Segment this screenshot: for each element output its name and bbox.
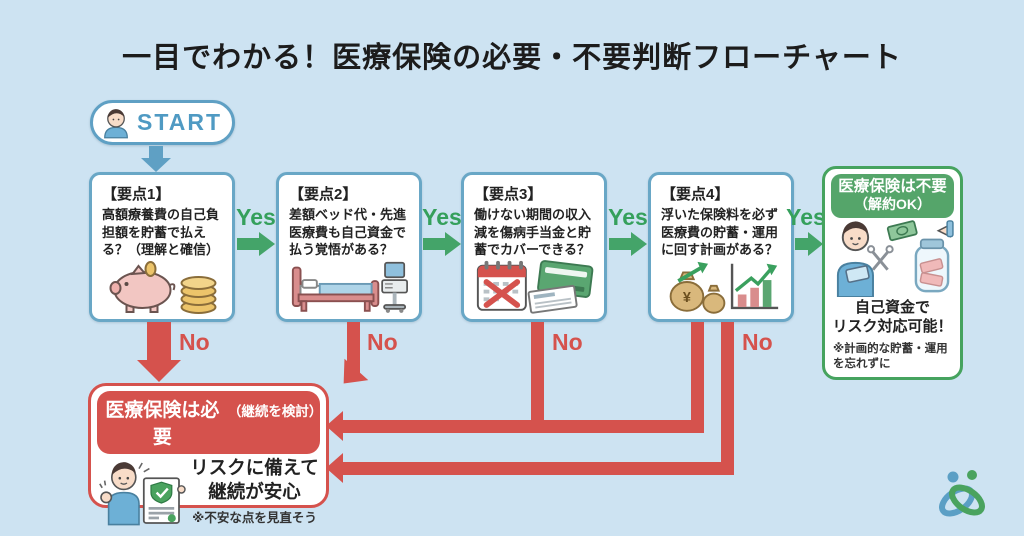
outcome-need-message-line2: 継続が安心	[208, 480, 301, 502]
no-label-2: No	[367, 329, 398, 355]
yes-arrow-2	[423, 238, 445, 250]
start-arrow-head	[141, 158, 171, 172]
person-icon	[104, 108, 128, 138]
no-line-4b	[721, 322, 734, 475]
no-arrow-2-head	[331, 358, 369, 395]
step-2-heading: 【要点2】	[289, 186, 358, 203]
step-1-question: 高額療養費の自己負担額を貯蓄で払える？（理解と確信）	[102, 207, 220, 258]
start-arrow	[149, 146, 163, 158]
bank-passbook-icon	[527, 260, 594, 315]
yes-arrow-4-head	[808, 232, 823, 256]
yes-label-1: Yes	[236, 204, 276, 230]
outcome-need-header: 医療保険は必要 （継続を検討）	[97, 391, 323, 454]
no-line-4a	[691, 322, 704, 433]
flow-line-2-arrowhead	[326, 453, 343, 483]
coin-stack-icon	[180, 276, 217, 315]
outcome-no-need-message-line2: リスク対応可能！	[832, 318, 953, 336]
growth-chart-icon	[730, 264, 779, 310]
step-3-question: 働けない期間の収入減を傷病手当金と貯蓄でカバーできる？	[474, 207, 592, 258]
no-arrow-1-head	[137, 360, 181, 382]
yes-label-3: Yes	[608, 204, 648, 230]
step-box-3: 【要点3】 働けない期間の収入減を傷病手当金と貯蓄でカバーできる？	[461, 172, 607, 322]
yes-arrow-3-head	[631, 232, 647, 256]
outcome-need-title: 医療保険は必要	[105, 400, 220, 448]
yes-arrow-1	[237, 238, 259, 250]
yes-arrow-1-head	[259, 232, 275, 256]
step-2-illustration	[289, 259, 410, 314]
calendar-x-icon	[476, 261, 527, 312]
outcome-need-note: ※不安な点を見直そう	[192, 510, 317, 525]
outcome-need-box: 医療保険は必要 （継続を検討）	[88, 383, 329, 526]
outcome-need-message-line1: リスクに備えて	[190, 457, 319, 479]
step-box-2: 【要点2】 差額ベッド代・先進医療費も自己資金で払う覚悟がある？	[276, 172, 422, 322]
flow-line-horizontal-1	[339, 420, 704, 433]
flow-line-horizontal-2	[339, 462, 734, 475]
step-3-illustration	[474, 259, 595, 315]
step-4-illustration: ¥	[661, 259, 782, 315]
money-bag-icon: ¥	[669, 262, 726, 315]
yes-arrow-4	[795, 238, 808, 250]
step-box-1: 【要点1】 高額療養費の自己負担額を貯蓄で払える？（理解と確信）	[89, 172, 235, 322]
yes-label-4: Yes	[786, 204, 826, 230]
yes-arrow-3	[609, 238, 631, 250]
outcome-no-need-message-line1: 自己資金で	[854, 298, 930, 316]
start-label: START	[137, 109, 222, 135]
interlocked-rings-logo	[939, 470, 985, 517]
outcome-no-need-title: 医療保険は不要	[838, 178, 947, 195]
step-4-question: 浮いた保険料を必ず医療費の貯蓄・運用に回す計画がある？	[661, 207, 779, 258]
no-label-3: No	[552, 329, 583, 355]
no-label-1: No	[179, 329, 210, 355]
start-node[interactable]: START	[90, 100, 235, 145]
yes-label-2: Yes	[422, 204, 462, 230]
piggy-bank-icon	[109, 261, 176, 314]
step-box-4: 【要点4】 浮いた保険料を必ず医療費の貯蓄・運用に回す計画がある？ ¥	[648, 172, 794, 322]
hospital-bed-icon	[291, 267, 380, 313]
no-arrow-2	[347, 322, 360, 374]
medical-monitor-icon	[381, 262, 408, 314]
page-title: 一目でわかる！医療保険の必要・不要判断フローチャート	[122, 42, 902, 74]
outcome-no-need-box: 医療保険は不要 （解約OK）	[822, 166, 963, 380]
outcome-need-subtitle: （継続を検討）	[227, 404, 323, 419]
no-line-3	[531, 322, 544, 433]
person-with-insurance-document-icon	[97, 454, 189, 528]
outcome-no-need-header: 医療保険は不要 （解約OK）	[831, 174, 954, 218]
step-2-question: 差額ベッド代・先進医療費も自己資金で払う覚悟がある？	[289, 207, 407, 258]
no-label-4: No	[742, 329, 773, 355]
svg-text:¥: ¥	[683, 291, 691, 307]
outcome-no-need-note-line2: を忘れずに	[833, 357, 891, 370]
step-3-heading: 【要点3】	[474, 186, 543, 203]
outcome-no-need-subtitle: （解約OK）	[854, 196, 931, 213]
step-1-illustration	[102, 259, 223, 315]
outcome-no-need-note-line1: ※計画的な貯蓄・運用	[833, 342, 948, 355]
no-arrow-1	[147, 322, 171, 362]
yes-arrow-2-head	[445, 232, 461, 256]
cut-insurance-savings-jar-icon	[831, 218, 954, 298]
flow-line-1-arrowhead	[326, 411, 343, 441]
step-4-heading: 【要点4】	[661, 186, 730, 203]
step-1-heading: 【要点1】	[102, 186, 171, 203]
